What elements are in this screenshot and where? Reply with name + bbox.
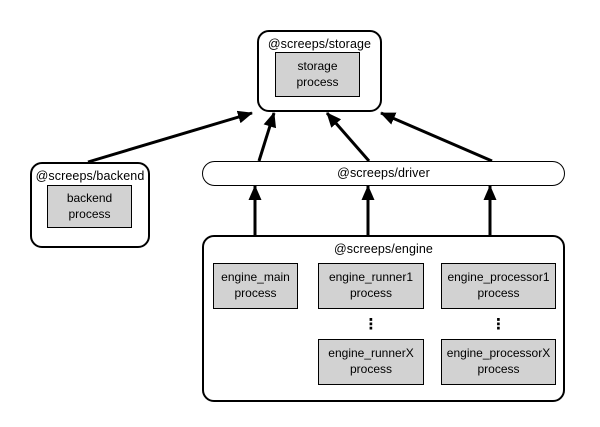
node-engine-title: @screeps/engine	[334, 242, 433, 256]
node-driver: @screeps/driver	[202, 161, 565, 186]
engine-processor1-process-box: engine_processor1 process	[441, 263, 556, 309]
processor-ellipsis: ⋮	[491, 315, 506, 333]
engine-runnerX-process-box: engine_runnerX process	[318, 339, 424, 385]
edge-driver-to-storage-right	[380, 111, 493, 163]
node-engine: @screeps/engine engine_main process engi…	[202, 235, 565, 402]
edge-driver-to-storage-left	[257, 112, 277, 162]
edge-driver-to-storage-middle	[325, 112, 371, 162]
node-backend: @screeps/backend backend process	[30, 162, 150, 248]
node-storage: @screeps/storage storage process	[257, 30, 382, 112]
edge-backend-to-storage	[87, 110, 253, 164]
node-storage-title: @screeps/storage	[267, 37, 372, 51]
node-driver-title: @screeps/driver	[337, 166, 430, 180]
node-backend-title: @screeps/backend	[35, 169, 145, 183]
engine-main-process-box: engine_main process	[213, 263, 298, 309]
engine-processorX-process-box: engine_processorX process	[441, 339, 556, 385]
runner-ellipsis: ⋮	[363, 315, 379, 333]
engine-runner1-process-box: engine_runner1 process	[318, 263, 424, 309]
storage-process-box: storage process	[275, 52, 360, 97]
backend-process-box: backend process	[47, 185, 132, 228]
